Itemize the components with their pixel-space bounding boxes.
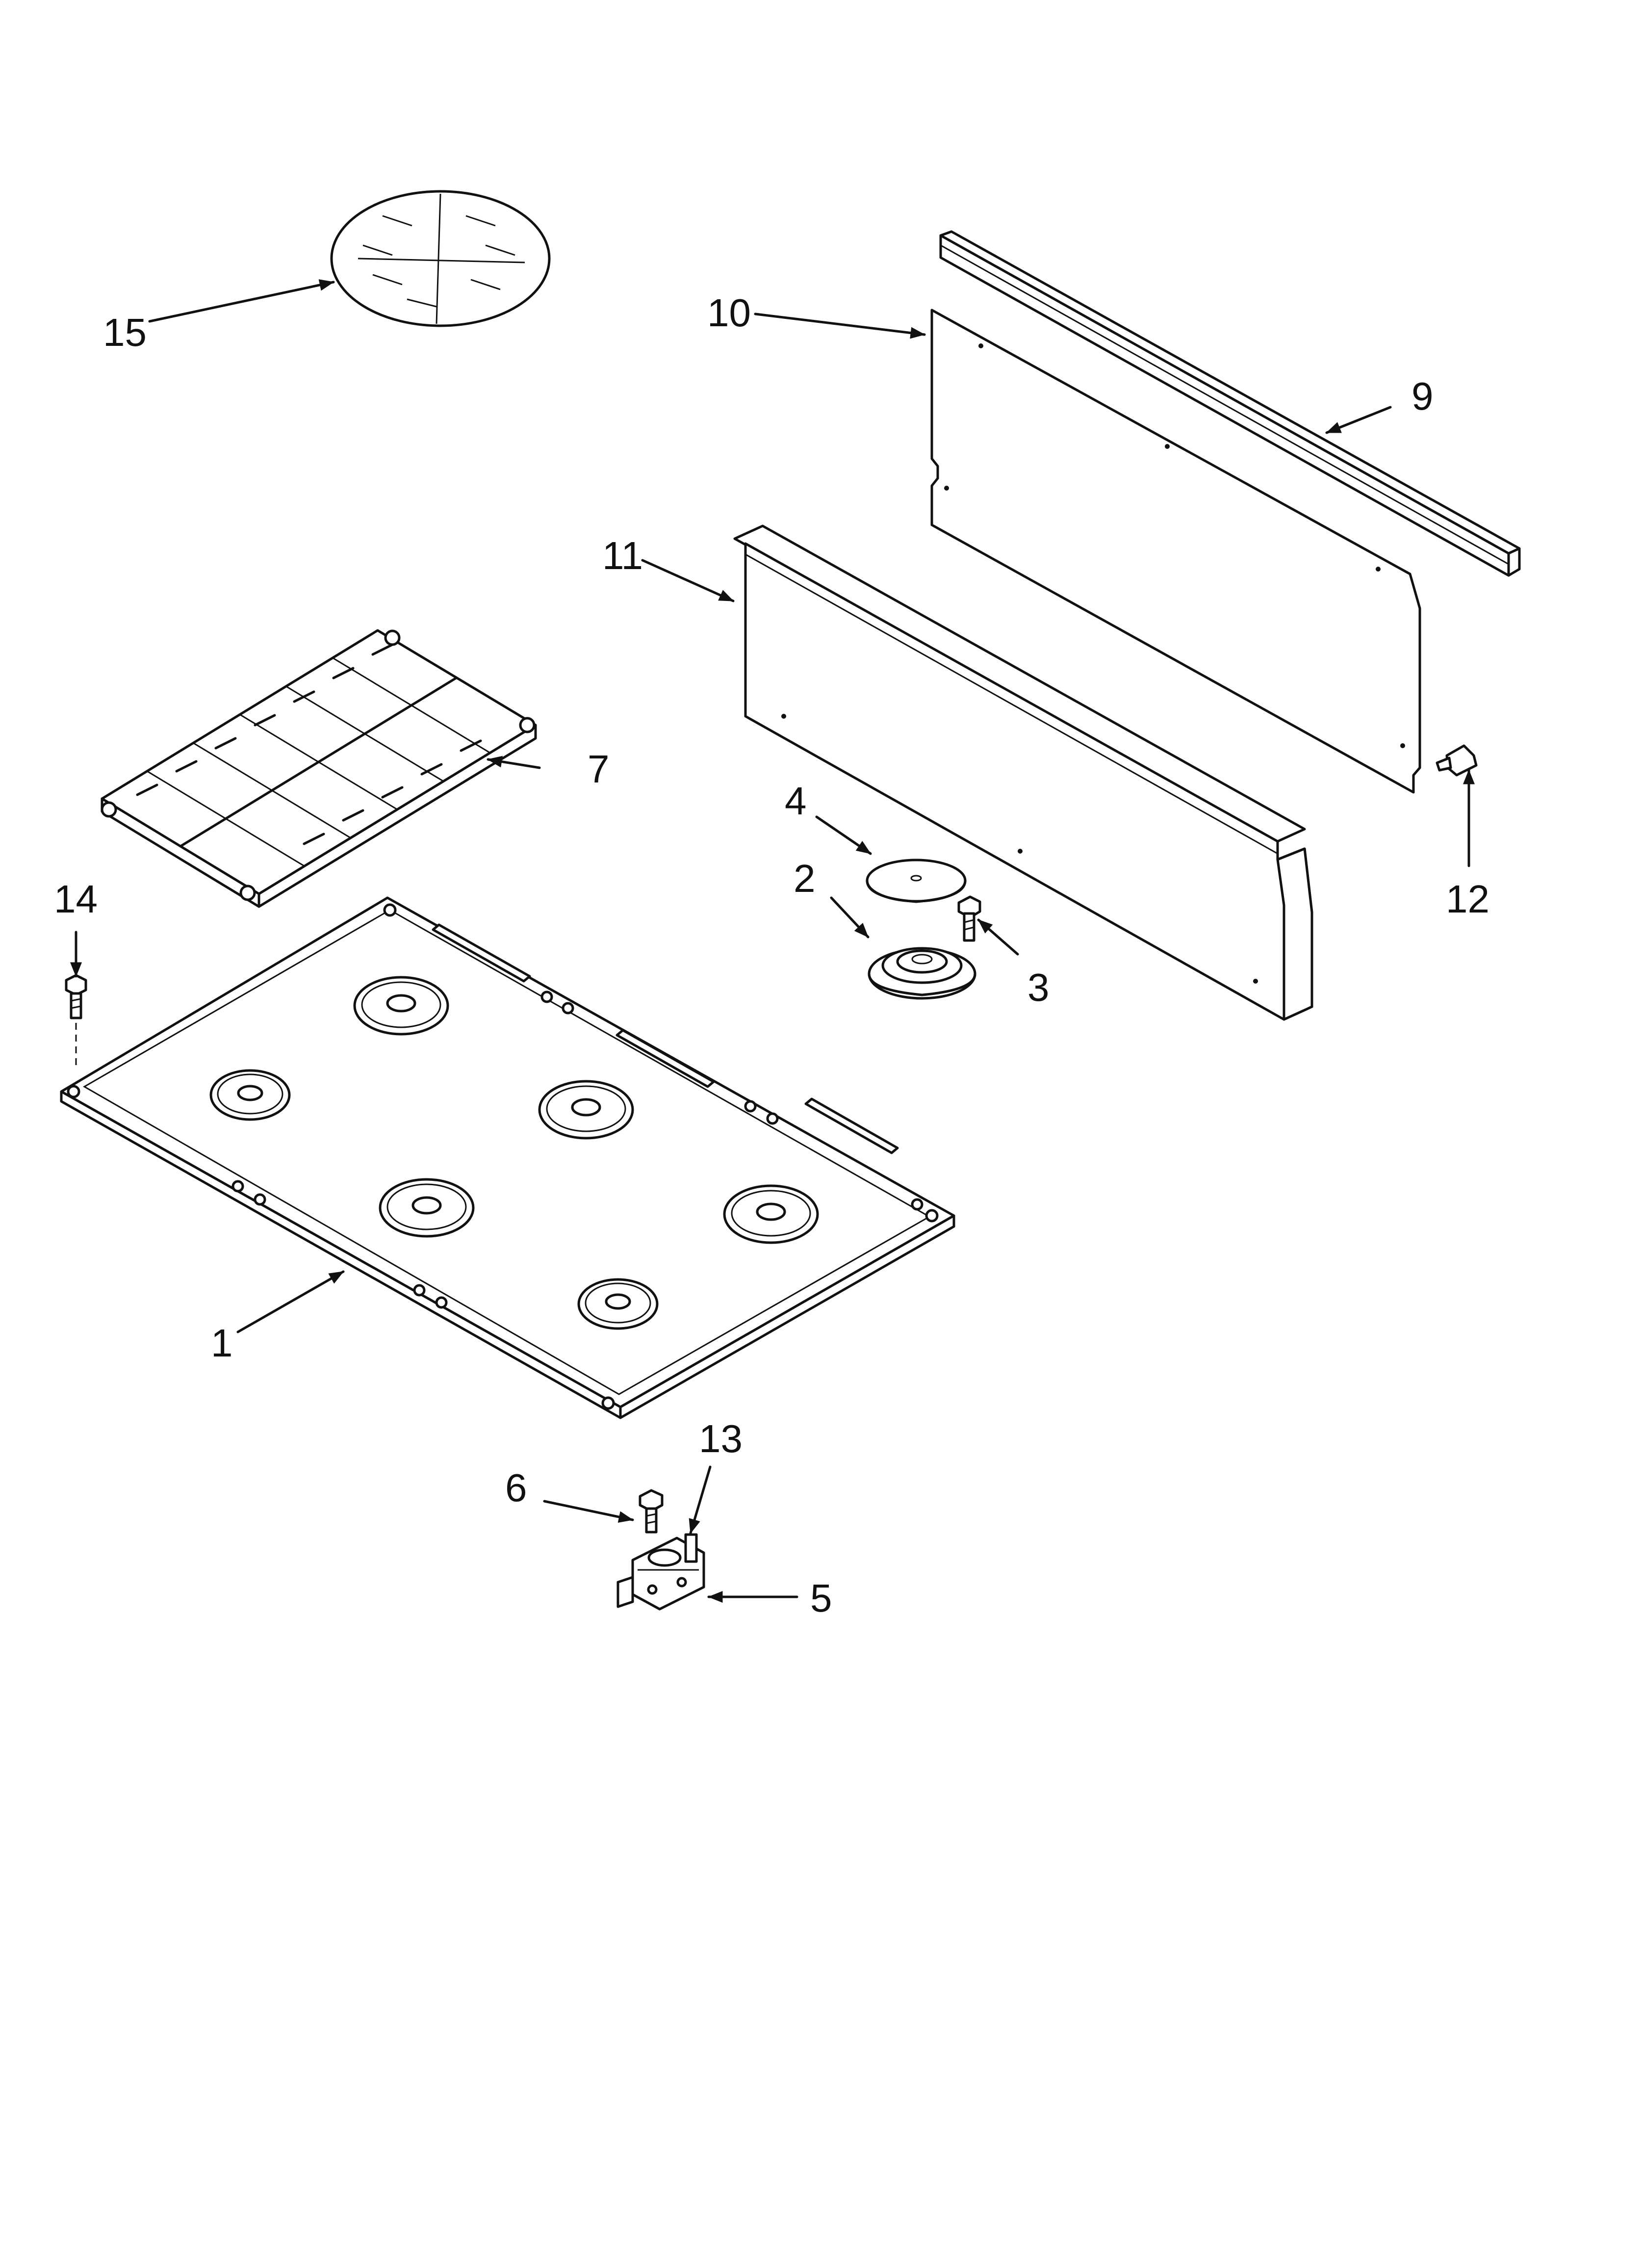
part-7-grate xyxy=(101,629,537,908)
burner-ring-center-front xyxy=(379,1178,475,1238)
part-3-screw xyxy=(957,895,981,942)
part-10-panel xyxy=(930,309,1421,794)
callout-13: 13 xyxy=(699,1417,743,1460)
callout-4: 4 xyxy=(785,779,807,823)
callout-10: 10 xyxy=(707,291,751,335)
callout-15: 15 xyxy=(103,311,147,354)
burner-ring-front-left xyxy=(209,1069,291,1121)
part-12-screw xyxy=(1436,744,1478,777)
leader-lines xyxy=(70,279,1475,1603)
callout-14: 14 xyxy=(54,877,98,921)
part-14-screw xyxy=(65,974,87,1069)
callout-1: 1 xyxy=(211,1321,233,1365)
burner-ring-right-front xyxy=(577,1278,659,1330)
burner-ring-center-rear xyxy=(538,1080,634,1140)
vent-slots xyxy=(432,923,899,1154)
part-9-trim xyxy=(939,230,1521,577)
part-15-mat xyxy=(330,190,551,327)
callout-7: 7 xyxy=(588,747,610,791)
part-11-backguard xyxy=(733,524,1313,1021)
callout-5: 5 xyxy=(810,1576,832,1620)
callout-12: 12 xyxy=(1446,877,1489,921)
callout-2: 2 xyxy=(794,857,816,900)
part-5-valve xyxy=(616,1533,705,1611)
part-4-cap xyxy=(866,859,967,903)
part-6-screw xyxy=(639,1489,664,1534)
burner-ring-rear-left xyxy=(353,976,449,1036)
callout-11: 11 xyxy=(602,534,643,577)
part-2-burner xyxy=(868,947,976,1000)
callout-labels: 15 10 9 11 7 12 4 2 3 14 1 13 6 5 xyxy=(54,291,1489,1620)
callout-3: 3 xyxy=(1027,965,1050,1009)
burner-ring-right-rear xyxy=(723,1184,819,1244)
callout-6: 6 xyxy=(505,1466,527,1510)
callout-9: 9 xyxy=(1411,374,1434,418)
part-1-cooktop xyxy=(60,896,955,1419)
